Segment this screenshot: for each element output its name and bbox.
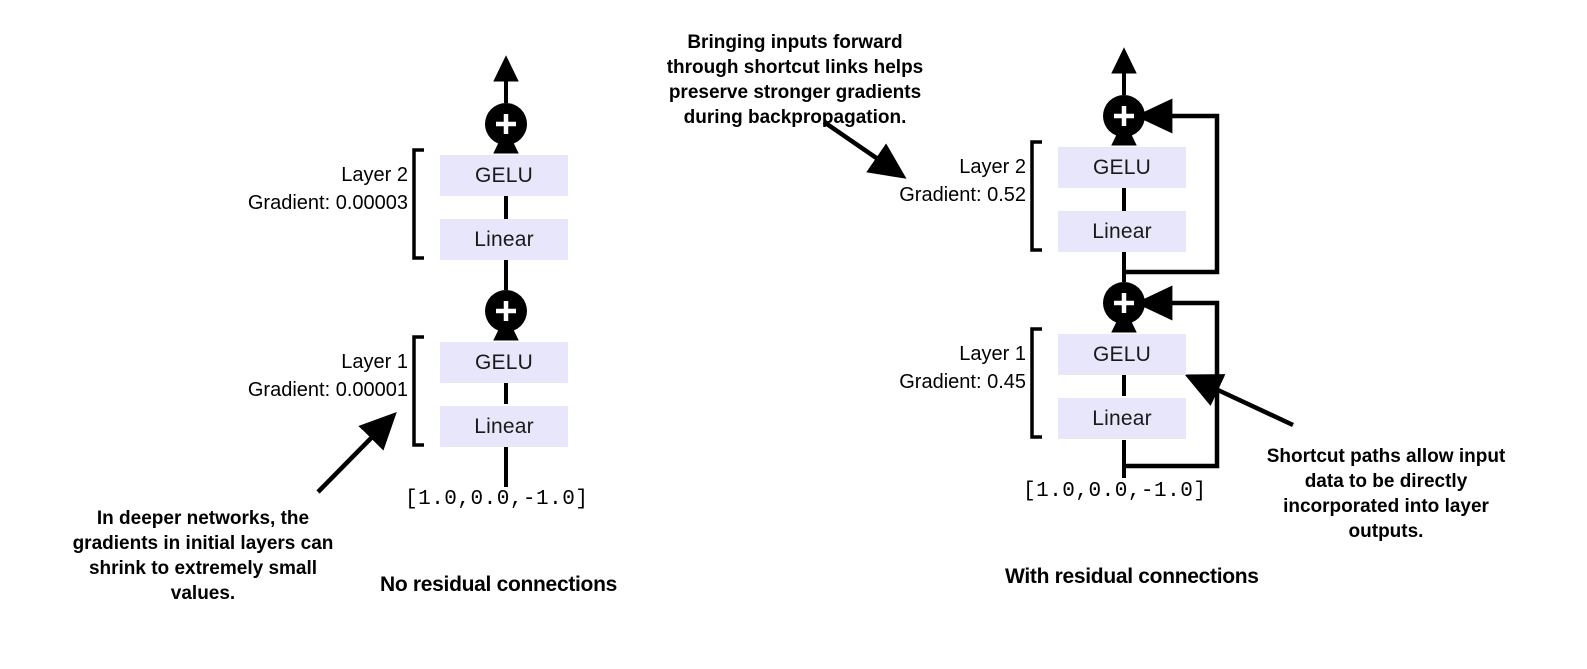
annotation-arrow-backprop [822, 120, 907, 179]
left-layer1-gradient: Gradient: 0.00001 [247, 379, 408, 402]
annotation-line: Bringing inputs forward [687, 32, 903, 53]
left-layer2-name: Layer 2 [341, 164, 408, 186]
shortcut-path-layer1 [1124, 285, 1220, 469]
right-layer1-linear-block: Linear [1058, 398, 1186, 439]
annotation-line: data to be directly [1304, 471, 1468, 493]
right-layer2-linear-block: Linear [1058, 211, 1186, 252]
annotation-line: outputs. [1348, 521, 1424, 543]
add-node-layer2-right [1103, 95, 1145, 137]
right-diagram-caption: With residual connections [1005, 565, 1259, 588]
annotation-line: shrink to extremely small [88, 558, 318, 580]
right-layer1-name: Layer 1 [959, 343, 1026, 365]
left-layer2-label: Layer 2 Gradient: 0.00003 [178, 161, 408, 218]
annotation-line: In deeper networks, the [96, 508, 310, 529]
annotation-line: through shortcut links helps [666, 57, 924, 79]
right-layer2-gradient: Gradient: 0.52 [899, 184, 1026, 207]
add-node-layer1-left [485, 290, 527, 332]
right-layer1-gelu-block: GELU [1058, 334, 1186, 375]
left-layer2-gelu-block: GELU [440, 155, 568, 196]
left-layer1-label: Layer 1 Gradient: 0.00001 [178, 348, 408, 405]
annotation-vanishing-gradient: In deeper networks, the gradients in ini… [58, 506, 348, 606]
annotation-arrow-shortcut [1184, 374, 1294, 428]
right-layer2-name: Layer 2 [959, 156, 1026, 178]
add-node-layer1-right [1103, 282, 1145, 324]
annotation-line: during backpropagation. [683, 107, 907, 129]
shortcut-path-layer2 [1124, 98, 1220, 275]
annotation-line: values. [170, 583, 236, 605]
right-diagram-connectors [1030, 47, 1220, 478]
right-layer1-label: Layer 1 Gradient: 0.45 [796, 340, 1026, 397]
annotation-arrow-vanishing [316, 411, 397, 494]
left-layer2-gradient: Gradient: 0.00003 [247, 192, 408, 215]
left-layer2-linear-block: Linear [440, 219, 568, 260]
left-diagram-connectors [412, 55, 527, 487]
right-input-vector: [1.0,0.0,-1.0] [1023, 480, 1207, 503]
left-layer1-gelu-block: GELU [440, 342, 568, 383]
annotation-shortcut-backprop: Bringing inputs forward through shortcut… [645, 30, 945, 130]
left-layer1-name: Layer 1 [341, 351, 408, 373]
left-input-vector: [1.0,0.0,-1.0] [405, 488, 589, 511]
left-layer1-linear-block: Linear [440, 406, 568, 447]
annotation-line: preserve stronger gradients [668, 82, 922, 104]
left-diagram-caption: No residual connections [380, 573, 617, 596]
add-node-layer2-left [485, 103, 527, 145]
right-layer1-gradient: Gradient: 0.45 [899, 371, 1026, 394]
annotation-line: incorporated into layer [1283, 496, 1489, 518]
right-layer2-label: Layer 2 Gradient: 0.52 [796, 153, 1026, 210]
annotation-line: gradients in initial layers can [72, 533, 334, 555]
annotation-line: Shortcut paths allow input [1266, 446, 1506, 467]
right-layer2-gelu-block: GELU [1058, 147, 1186, 188]
annotation-shortcut-paths: Shortcut paths allow input data to be di… [1236, 444, 1536, 544]
